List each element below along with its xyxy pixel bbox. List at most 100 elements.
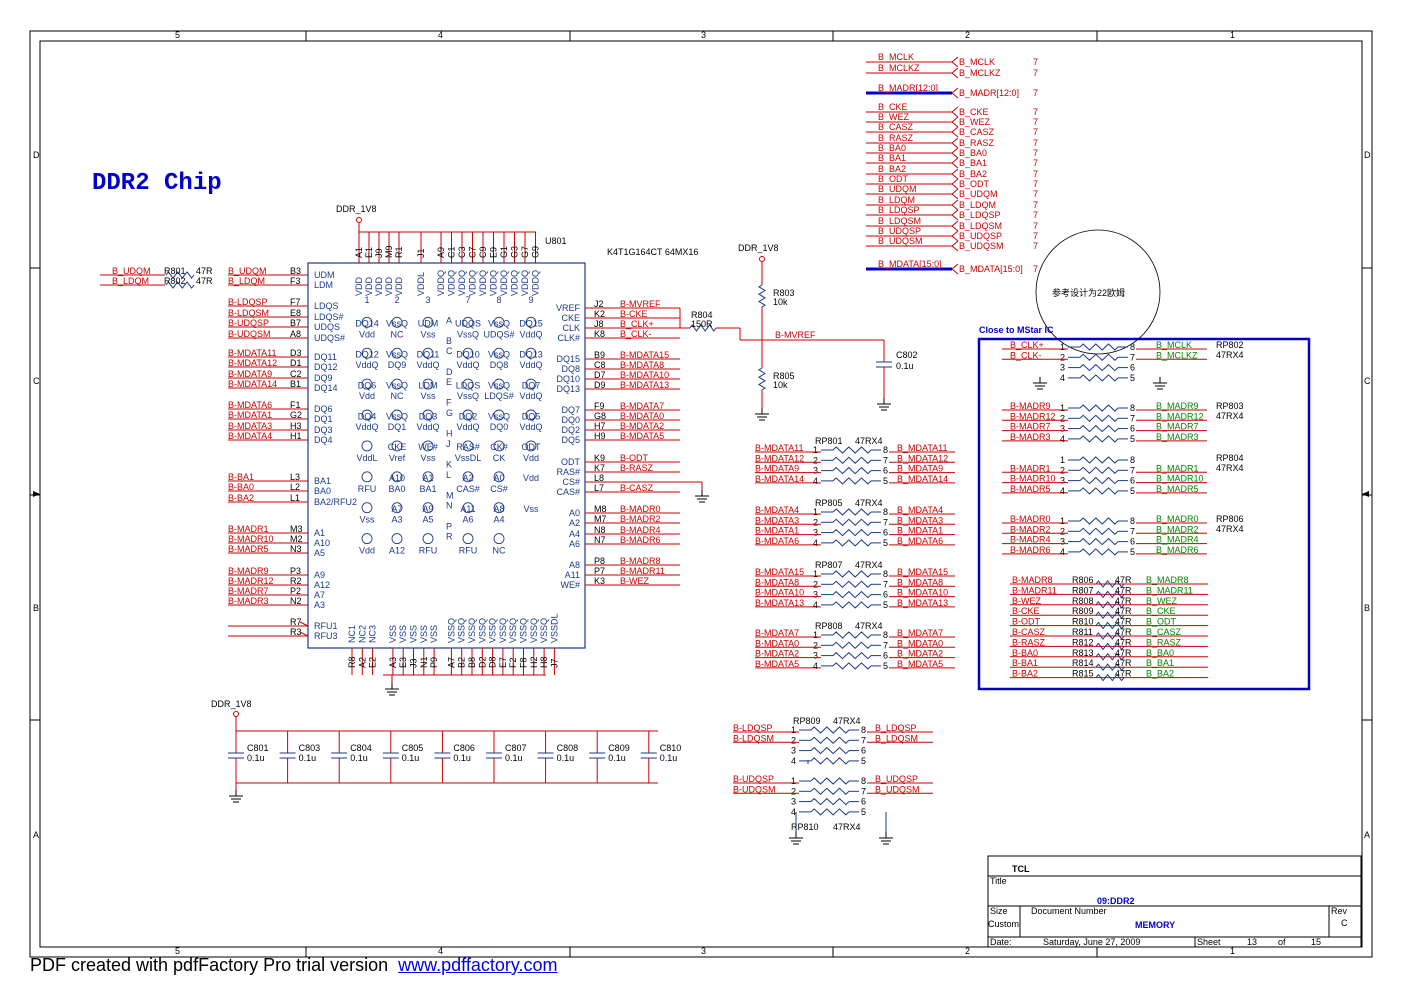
bottom-pin-name: VSS bbox=[388, 625, 398, 643]
ground-icon bbox=[229, 790, 243, 803]
net-label: B-MADR1 bbox=[228, 524, 269, 534]
pin-number: P8 bbox=[594, 556, 605, 566]
ball-name: UDM bbox=[418, 319, 439, 329]
port-net-left: B_CASZ bbox=[878, 122, 914, 132]
rpack-element bbox=[810, 736, 850, 744]
pin-name: LDQS bbox=[314, 301, 339, 311]
bottom-pin-number: A3 bbox=[388, 657, 398, 668]
pin-name: DQ10 bbox=[556, 374, 580, 384]
rpack-pin: 4 bbox=[791, 807, 796, 817]
ball-name: VddQ bbox=[456, 422, 479, 432]
rpack-value: 47RX4 bbox=[855, 560, 883, 570]
ball-pad-icon bbox=[462, 440, 474, 452]
ball-name: VssQ bbox=[386, 411, 408, 421]
rpack-pin: 5 bbox=[883, 476, 888, 486]
net-label: B_MDATA1 bbox=[897, 526, 943, 536]
pin-number: L8 bbox=[594, 473, 604, 483]
rpack-pin: 1 bbox=[791, 776, 796, 786]
ball-column-number: 7 bbox=[465, 295, 470, 305]
net-label: B-MDATA14 bbox=[228, 379, 277, 389]
bottom-pin-number: E3 bbox=[398, 657, 408, 668]
power-port-icon bbox=[759, 256, 765, 262]
port-page-ref: 7 bbox=[1033, 158, 1038, 168]
pin-number: K8 bbox=[594, 329, 605, 339]
net-label: B_CLK- bbox=[620, 329, 652, 339]
net-label: B-ODT bbox=[1012, 617, 1041, 627]
grid-col-label: 1 bbox=[1230, 946, 1235, 956]
grid-col-label: 2 bbox=[965, 30, 970, 40]
port-page-ref: 7 bbox=[1033, 68, 1038, 78]
ball-column-number: 8 bbox=[496, 295, 501, 305]
rpack-pin: 2 bbox=[1060, 413, 1065, 423]
grid-row-label: B bbox=[1364, 603, 1370, 613]
pin-number: P2 bbox=[290, 586, 301, 596]
rpack-element bbox=[832, 601, 872, 609]
ball-pad-icon bbox=[462, 533, 474, 545]
ball-name: A6 bbox=[462, 515, 473, 525]
net-label: B_BA1 bbox=[1146, 658, 1174, 668]
rpack-pin: 7 bbox=[883, 455, 888, 465]
grid-col-label: 3 bbox=[701, 30, 706, 40]
ball-name: LDQS bbox=[456, 380, 481, 390]
outer-border bbox=[29, 30, 1373, 958]
resistor-ref: R804 bbox=[691, 310, 713, 320]
pin-name: DQ6 bbox=[314, 404, 333, 414]
rpack-ref: RP808 bbox=[815, 621, 843, 631]
port-arrow-icon bbox=[951, 147, 959, 159]
pin-number: F7 bbox=[290, 297, 301, 307]
bottom-pin-number: E2 bbox=[368, 657, 378, 668]
rpack-element bbox=[1079, 527, 1119, 535]
net-label: B-MDATA3 bbox=[228, 421, 272, 431]
top-pin-number: J1 bbox=[416, 248, 426, 258]
grid-row-label: A bbox=[1364, 830, 1370, 840]
port-page-ref: 7 bbox=[1033, 264, 1038, 274]
company-name: TCL bbox=[1012, 864, 1030, 874]
port-net-right: B_MCLKZ bbox=[959, 68, 1001, 78]
ball-row-letter: L bbox=[446, 470, 451, 480]
resistor-symbol bbox=[1095, 632, 1125, 640]
ball-name: A12 bbox=[389, 546, 405, 556]
ball-pad-icon bbox=[493, 378, 505, 390]
net-label: B-RASZ bbox=[1012, 637, 1046, 647]
chip-ref: U801 bbox=[545, 236, 567, 246]
resistor-ref: R811 bbox=[1072, 627, 1093, 637]
top-pin-number: G1 bbox=[499, 246, 509, 258]
ball-pad-icon bbox=[361, 471, 373, 483]
pin-name: DQ2 bbox=[561, 425, 580, 435]
rpack-element bbox=[1079, 456, 1119, 464]
note-circle bbox=[1035, 229, 1161, 355]
ball-name: Vss bbox=[420, 329, 436, 339]
pin-name: DQ14 bbox=[314, 383, 338, 393]
port-page-ref: 7 bbox=[1033, 127, 1038, 137]
ball-name: VddQ bbox=[519, 360, 542, 370]
rpack-pin: 1 bbox=[1060, 342, 1065, 352]
rpack-pin: 3 bbox=[1060, 424, 1065, 434]
port-arrow-icon bbox=[951, 240, 959, 252]
rpack-element bbox=[832, 631, 872, 639]
rpack-pin: 5 bbox=[1130, 486, 1135, 496]
ball-name: CK bbox=[493, 453, 506, 463]
ball-name: DQ13 bbox=[519, 350, 543, 360]
port-net-left: B_MCLKZ bbox=[878, 63, 920, 73]
pin-name: RAS# bbox=[556, 467, 580, 477]
pin-name: BA2/RFU2 bbox=[314, 497, 357, 507]
series-resistor-symbol bbox=[165, 271, 195, 279]
pin-name: VREF bbox=[556, 303, 581, 313]
port-net-left: B_UDQM bbox=[878, 184, 917, 194]
ball-row-letter: F bbox=[446, 398, 452, 408]
net-label: B_WEZ bbox=[1146, 596, 1178, 606]
net-label: B_MADR4 bbox=[1156, 535, 1199, 545]
ball-name: VssQ bbox=[457, 329, 479, 339]
net-label: B-MDATA0 bbox=[755, 638, 799, 648]
net-label: B-MDATA10 bbox=[620, 370, 669, 380]
pin-name: CLK# bbox=[557, 333, 580, 343]
port-net-left: B_UDQSP bbox=[878, 226, 921, 236]
footer-link[interactable]: www.pdffactory.com bbox=[398, 955, 558, 975]
rpack-pin: 6 bbox=[883, 651, 888, 661]
top-pin-number: C7 bbox=[468, 246, 478, 258]
pin-number: P7 bbox=[594, 566, 605, 576]
pin-number: J2 bbox=[594, 299, 604, 309]
rpack-ref: RP802 bbox=[1216, 340, 1244, 350]
port-net-right: B_LDQSP bbox=[959, 210, 1001, 220]
